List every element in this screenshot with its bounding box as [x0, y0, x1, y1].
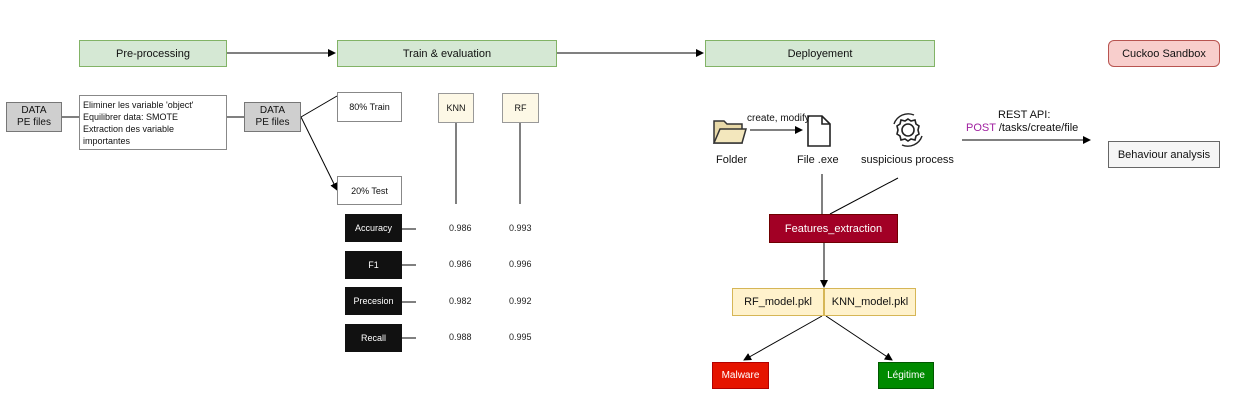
metric-f1: F1	[345, 251, 402, 279]
data-sublabel: PE files	[17, 117, 51, 128]
metric-label: Accuracy	[354, 223, 392, 233]
legitime-result: Légitime	[878, 362, 934, 389]
data-label: DATA	[259, 105, 286, 116]
rf-model-pkl: RF_model.pkl	[732, 288, 824, 316]
result-label: Malware	[721, 370, 760, 381]
features-extraction-box: Features_extraction	[769, 214, 898, 243]
metric-precesion: Precesion	[345, 287, 402, 315]
process-label: suspicious process	[861, 154, 954, 166]
folder-label: Folder	[716, 154, 748, 166]
create-modify-label: create, modify	[747, 113, 810, 124]
knn-model-pkl: KNN_model.pkl	[824, 288, 916, 316]
model-label: KNN	[446, 103, 466, 113]
post-method: POST	[966, 122, 996, 134]
data-pe-files-input: DATA PE files	[6, 102, 62, 132]
stage-train-evaluation: Train & evaluation	[337, 40, 557, 67]
line-process-to-features	[829, 177, 899, 215]
rest-api-endpoint: POST /tasks/create/file	[966, 122, 1078, 134]
rf-precesion-value: 0.992	[509, 296, 532, 306]
stage-preprocessing: Pre-processing	[79, 40, 227, 67]
knn-f1-value: 0.986	[449, 259, 472, 269]
stage-label: Train & evaluation	[402, 47, 492, 60]
model-rf: RF	[502, 93, 539, 123]
knn-accuracy-value: 0.986	[449, 223, 472, 233]
rest-api-label: REST API:	[998, 109, 1051, 121]
knn-recall-value: 0.988	[449, 332, 472, 342]
data-sublabel: PE files	[255, 117, 290, 128]
step-item: Eliminer les variable 'object'	[83, 100, 194, 110]
rf-f1-value: 0.996	[509, 259, 532, 269]
test-split-box: 20% Test	[337, 176, 402, 205]
post-path: /tasks/create/file	[995, 122, 1079, 134]
rf-recall-value: 0.995	[509, 332, 532, 342]
line-data2-to-train	[300, 95, 338, 118]
metric-label: F1	[368, 260, 379, 270]
metric-label: Precesion	[353, 296, 394, 306]
split-label: 80% Train	[349, 102, 390, 112]
metric-label: Recall	[360, 333, 386, 343]
data-label: DATA	[21, 105, 47, 116]
stage-label: Deployement	[787, 47, 853, 60]
line-data2-to-test	[300, 116, 338, 191]
stage-deployement: Deployement	[705, 40, 935, 67]
step-item: Extraction des variable importantes	[83, 124, 175, 146]
arrow-to-malware	[743, 315, 823, 361]
result-label: Légitime	[887, 370, 925, 381]
malware-result: Malware	[712, 362, 769, 389]
data-pe-files-processed: DATA PE files	[244, 102, 301, 132]
stage-label: Pre-processing	[116, 47, 190, 60]
rf-accuracy-value: 0.993	[509, 223, 532, 233]
file-icon	[807, 115, 831, 147]
metric-accuracy: Accuracy	[345, 214, 402, 242]
step-item: Equilibrer data: SMOTE	[83, 112, 179, 122]
behaviour-label: Behaviour analysis	[1117, 148, 1211, 161]
knn-precesion-value: 0.982	[449, 296, 472, 306]
behaviour-analysis-box: Behaviour analysis	[1108, 141, 1220, 168]
model-file-label: RF_model.pkl	[744, 296, 812, 308]
model-label: RF	[514, 103, 527, 113]
model-file-label: KNN_model.pkl	[831, 296, 909, 308]
file-label: File .exe	[797, 154, 839, 166]
train-split-box: 80% Train	[337, 92, 402, 122]
arrow-to-legit	[825, 315, 893, 361]
gear-icon	[893, 113, 923, 147]
features-label: Features_extraction	[784, 222, 883, 235]
stage-cuckoo-sandbox: Cuckoo Sandbox	[1108, 40, 1220, 67]
folder-icon	[712, 120, 747, 144]
metric-recall: Recall	[345, 324, 402, 352]
model-knn: KNN	[438, 93, 474, 123]
preprocessing-steps: Eliminer les variable 'object' Equilibre…	[79, 95, 227, 150]
split-label: 20% Test	[351, 185, 388, 196]
stage-label: Cuckoo Sandbox	[1122, 47, 1206, 60]
